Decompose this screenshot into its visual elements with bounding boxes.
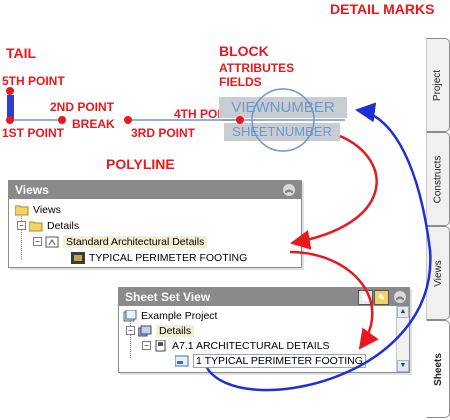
sheet-list-icon[interactable]: ▦ [358, 290, 373, 305]
tree-label: Details [47, 219, 80, 232]
sheet-properties-icon[interactable]: ✎ [374, 290, 389, 305]
sheetset-panel-title-text: Sheet Set View [125, 290, 211, 304]
fields-label: FIELDS [219, 75, 262, 89]
tree-label: A7.1 ARCHITECTURAL DETAILS [172, 339, 330, 352]
tail-bar [7, 95, 14, 120]
tree-label: Standard Architectural Details [63, 235, 208, 248]
vertical-scrollbar[interactable]: ▲ ▼ [396, 306, 409, 372]
detail-view-icon [71, 251, 85, 264]
attributes-label: ATTRIBUTES [219, 61, 295, 75]
polyline-label: POLYLINE [106, 156, 175, 172]
tree-node-details[interactable]: − Details [17, 218, 79, 233]
sheet-view-icon [174, 355, 189, 367]
fifth-point-label: 5TH POINT [2, 74, 65, 88]
collapse-minus-icon[interactable]: − [33, 237, 42, 246]
tree-label: Example Project [141, 309, 218, 322]
sheetset-panel: Sheet Set View ▦ ✎ ︽ ▲ ▼ Example Project… [118, 287, 410, 373]
collapse-minus-icon[interactable]: − [142, 341, 151, 350]
collapse-minus-icon[interactable]: − [126, 326, 135, 335]
point-2 [58, 116, 66, 124]
tab-views-label: Views [432, 259, 444, 287]
tree-node-details-subset[interactable]: − Details [126, 323, 195, 338]
views-panel-title: Views ︽ [9, 181, 301, 199]
tree-node-views-root[interactable]: Views [14, 202, 61, 217]
block-label: BLOCK [219, 43, 269, 59]
sheetset-panel-title: Sheet Set View ▦ ✎ ︽ [119, 288, 409, 306]
block-top-field: VIEWNUMBER [219, 97, 347, 118]
point-1 [6, 116, 14, 124]
tree-label: Details [156, 324, 195, 337]
tree-node-typical-perimeter-footing-view[interactable]: TYPICAL PERIMETER FOOTING [71, 250, 247, 265]
views-panel: Views ︽ Views − Details − Standard Archi… [8, 180, 302, 268]
page-title: DETAIL MARKS [330, 1, 435, 17]
point-3 [124, 116, 132, 124]
first-point-label: 1ST POINT [2, 126, 65, 140]
block-bottom-field: SHEETNUMBER [224, 123, 340, 141]
tab-constructs[interactable]: Constructs [426, 132, 450, 226]
collapse-chevron-icon[interactable]: ︽ [283, 184, 295, 196]
tab-project-label: Project [432, 69, 444, 101]
collapse-minus-icon[interactable]: − [17, 221, 26, 230]
tab-sheets[interactable]: Sheets [426, 320, 450, 418]
tree-node-typical-perimeter-footing-sheetview[interactable]: 1 TYPICAL PERIMETER FOOTING [174, 353, 366, 368]
tail-label: TAIL [6, 45, 37, 61]
palette-tab-strip: Project Constructs Views Sheets [426, 38, 450, 418]
tree-label: TYPICAL PERIMETER FOOTING [89, 251, 248, 264]
third-point-label: 3RD POINT [131, 126, 196, 140]
red-arrow-to-views [290, 134, 378, 250]
tree-node-example-project[interactable]: Example Project [123, 308, 217, 323]
project-icon [123, 309, 137, 322]
scroll-up-icon[interactable]: ▲ [397, 306, 409, 318]
point-5 [6, 87, 14, 95]
folder-open-icon [14, 204, 29, 216]
tree-node-standard-architectural-details[interactable]: − Standard Architectural Details [33, 234, 208, 249]
views-panel-title-text: Views [15, 183, 49, 197]
subset-icon [137, 325, 152, 337]
second-point-label: 2ND POINT [50, 100, 115, 114]
tree-node-a7-1-architectural-details[interactable]: − A7.1 ARCHITECTURAL DETAILS [142, 338, 330, 353]
scroll-down-icon[interactable]: ▼ [397, 360, 409, 372]
view-category-icon [45, 236, 59, 248]
folder-open-icon [28, 220, 43, 232]
tree-label: 1 TYPICAL PERIMETER FOOTING [193, 353, 366, 368]
tree-label: Views [33, 203, 61, 216]
collapse-chevron-icon[interactable]: ︽ [394, 291, 406, 303]
break-label: BREAK [72, 117, 115, 131]
tab-views[interactable]: Views [426, 226, 450, 320]
tab-constructs-label: Constructs [432, 155, 444, 203]
tab-project[interactable]: Project [426, 38, 450, 132]
tab-sheets-label: Sheets [432, 352, 444, 386]
sheet-icon [154, 339, 168, 352]
